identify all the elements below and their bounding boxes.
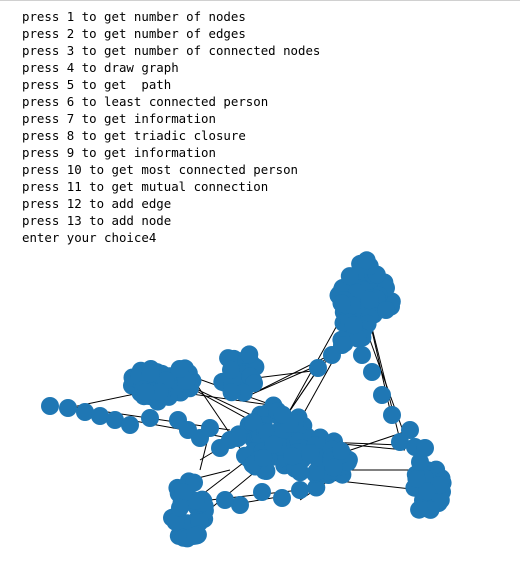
graph-node (383, 406, 401, 424)
graph-node (166, 512, 185, 531)
graph-node (377, 301, 395, 319)
graph-node (373, 386, 391, 404)
graph-node (273, 489, 291, 507)
graph-node (91, 407, 109, 425)
output-top-border (0, 0, 520, 1)
graph-node (201, 419, 219, 437)
graph-node (41, 397, 59, 415)
graph-node (407, 469, 426, 488)
graph-node (416, 439, 434, 457)
graph-node (340, 267, 359, 286)
graph-node (240, 345, 259, 364)
graph-node (254, 449, 273, 467)
graph-node (231, 496, 249, 514)
console-line: press 4 to draw graph (22, 60, 179, 75)
graph-node (363, 363, 381, 381)
graph-node (418, 482, 437, 501)
graph-node (344, 316, 363, 335)
console-line: press 11 to get mutual connection (22, 179, 269, 194)
graph-node (273, 405, 292, 424)
graph-node (106, 411, 124, 429)
graph-node (333, 336, 351, 354)
console-line: press 10 to get most connected person (22, 162, 299, 177)
graph-node (307, 462, 326, 481)
graph-node (141, 409, 159, 427)
graph-node (360, 291, 379, 310)
graph-node (170, 360, 189, 378)
graph-node (291, 481, 309, 499)
console-line: press 3 to get number of connected nodes (22, 43, 321, 58)
graph-node (136, 383, 155, 401)
console-output: press 1 to get number of nodes press 2 to… (22, 8, 320, 246)
console-line: press 8 to get triadic closure (22, 128, 246, 143)
graph-node (141, 364, 160, 383)
graph-node (150, 382, 169, 401)
graph-node (401, 421, 419, 439)
console-line: enter your choice4 (22, 230, 157, 245)
console-line: press 7 to get information (22, 111, 216, 126)
graph-node (174, 483, 193, 502)
graph-node (253, 483, 271, 501)
console-line: press 2 to get number of edges (22, 26, 246, 41)
graph-node (171, 498, 189, 517)
graph-node (211, 439, 229, 457)
graph-nodes (41, 251, 452, 548)
graph-node (222, 360, 240, 379)
graph-node (121, 416, 139, 434)
graph-node (222, 383, 241, 402)
graph-node (301, 444, 320, 463)
graph-node (76, 403, 94, 421)
graph-node (324, 458, 343, 477)
graph-node (410, 500, 429, 519)
graph-node (391, 433, 409, 451)
graph-node (264, 435, 283, 454)
console-line: press 6 to least connected person (22, 94, 269, 109)
console-line: press 12 to add edge (22, 196, 172, 211)
console-line: press 5 to get path (22, 77, 172, 92)
graph-node (307, 478, 326, 497)
console-line: press 9 to get information (22, 145, 216, 160)
graph-node (332, 294, 351, 313)
console-line: press 13 to add node (22, 213, 172, 228)
console-line: press 1 to get number of nodes (22, 9, 246, 24)
graph-node (186, 526, 205, 545)
graph-node (411, 453, 429, 471)
graph-node (283, 447, 302, 466)
graph-node (59, 399, 77, 417)
graph-node (291, 463, 310, 482)
graph-node (216, 491, 234, 509)
graph-node (309, 359, 327, 377)
graph-node (353, 346, 371, 364)
graph-node (332, 441, 351, 460)
graph-node (357, 251, 376, 270)
